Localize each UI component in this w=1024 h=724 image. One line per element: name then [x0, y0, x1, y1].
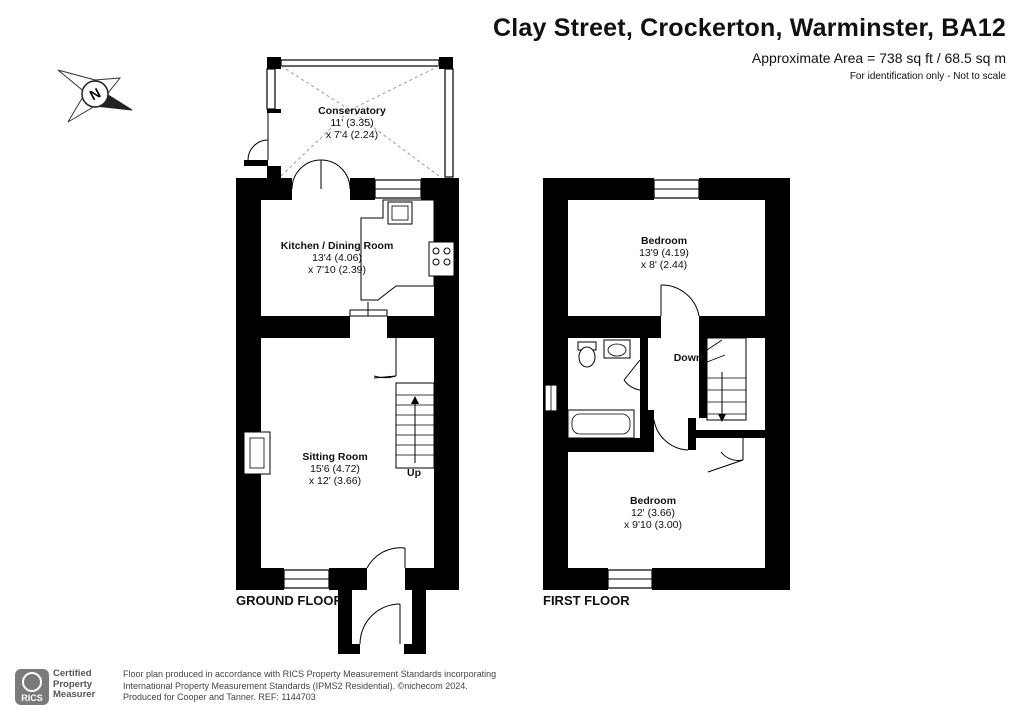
stairs-up-label: Up — [407, 467, 421, 479]
sitting-room-dim-1: 15'6 (4.72) — [310, 463, 360, 475]
footer-line-1: Floor plan produced in accordance with R… — [123, 669, 497, 679]
ground-floor-plan — [236, 57, 459, 654]
sitting-room-name: Sitting Room — [302, 451, 367, 463]
conservatory-dim-1: 11' (3.35) — [330, 117, 373, 129]
first-floor-label: FIRST FLOOR — [543, 593, 630, 608]
kitchen-dim-2: x 7'10 (2.39) — [308, 264, 366, 276]
cert-line-3: Measurer — [53, 689, 96, 700]
footer-line-3: Produced for Cooper and Tanner. REF: 114… — [123, 692, 316, 702]
identification-note: For identification only - Not to scale — [849, 71, 1006, 82]
conservatory-dim-2: x 7'4 (2.24) — [326, 129, 378, 141]
footer-line-2: International Property Measurement Stand… — [123, 680, 468, 691]
compass-icon: N — [57, 69, 133, 123]
first-floor-plan — [543, 178, 790, 590]
approximate-area: Approximate Area = 738 sq ft / 68.5 sq m — [751, 50, 1006, 66]
bedroom-1-name: Bedroom — [641, 235, 687, 247]
certified-measurer-text: Certified Property Measurer — [53, 668, 96, 701]
bedroom-1-dim-1: 13'9 (4.19) — [639, 247, 689, 259]
rics-logo-word: RICS — [21, 693, 43, 703]
kitchen-dim-1: 13'4 (4.06) — [312, 252, 362, 264]
sitting-room-dim-2: x 12' (3.66) — [309, 475, 361, 487]
stairs-down-label: Down — [674, 352, 703, 364]
ground-floor-label: GROUND FLOOR — [236, 593, 343, 608]
cert-line-2: Property — [53, 678, 93, 690]
bedroom-2-name: Bedroom — [630, 495, 676, 507]
cert-line-1: Certified — [53, 668, 92, 679]
bedroom-2-dim-1: 12' (3.66) — [631, 507, 675, 519]
rics-badge: RICS Certified Property Measurer — [15, 668, 115, 705]
bedroom-2-dim-2: x 9'10 (3.00) — [624, 519, 682, 531]
property-title: Clay Street, Crockerton, Warminster, BA1… — [493, 14, 1006, 42]
rics-logo-icon: RICS — [15, 669, 49, 705]
bedroom-1-dim-2: x 8' (2.44) — [641, 259, 687, 271]
conservatory-name: Conservatory — [318, 105, 386, 117]
footer-disclaimer: Floor plan produced in accordance with R… — [123, 669, 496, 704]
kitchen-name: Kitchen / Dining Room — [281, 240, 394, 252]
